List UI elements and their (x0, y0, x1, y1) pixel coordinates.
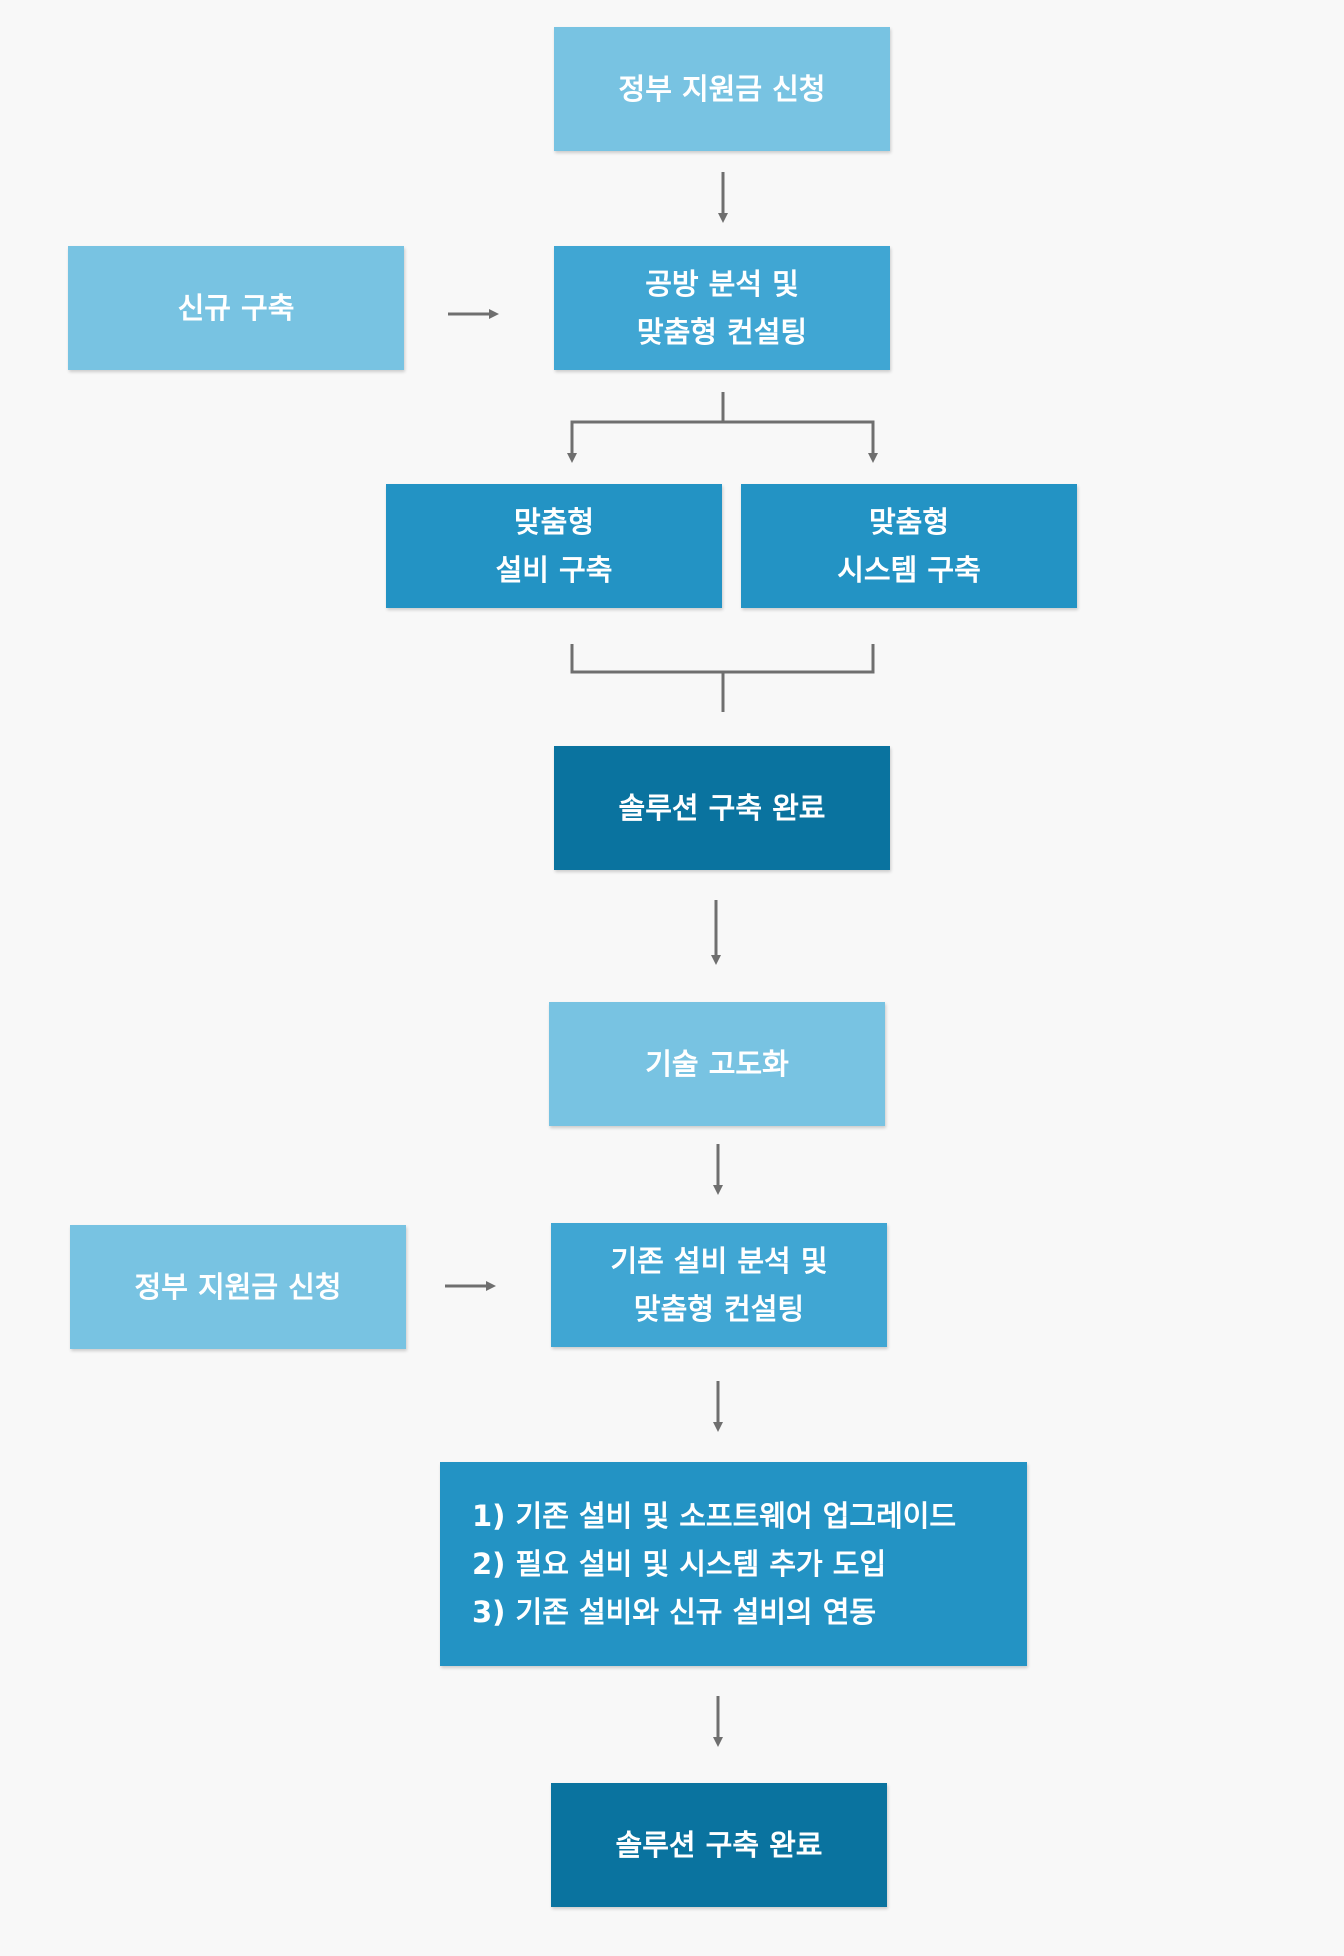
branch-connector (567, 392, 725, 463)
existing-equipment-consulting-box: 기존 설비 분석 및 맞춤형 컨설팅 (551, 1223, 887, 1347)
custom-equipment-label-line2: 설비 구축 (495, 553, 613, 587)
merge-connector (570, 644, 875, 674)
upgrade-step-1: 1) 기존 설비 및 소프트웨어 업그레이드 (472, 1499, 957, 1533)
workshop-consulting-label-line1: 공방 분석 및 (645, 267, 799, 301)
new-build-box: 신규 구축 (68, 246, 404, 370)
solution-complete-label: 솔루션 구축 완료 (618, 791, 826, 825)
branch-connector-right (723, 420, 878, 463)
solution-complete-box: 솔루션 구축 완료 (554, 746, 890, 870)
tech-advancement-box: 기술 고도화 (549, 1002, 885, 1126)
existing-equipment-consulting-label-line1: 기존 설비 분석 및 (610, 1244, 828, 1278)
upgrade-step-3: 3) 기존 설비와 신규 설비의 연동 (472, 1595, 877, 1629)
workshop-consulting-label-line2: 맞춤형 컨설팅 (636, 315, 808, 349)
tech-advancement-label: 기술 고도화 (645, 1047, 789, 1081)
gov-subsidy-application-box-2: 정부 지원금 신청 (70, 1225, 406, 1349)
solution-complete-label-2: 솔루션 구축 완료 (615, 1828, 823, 1862)
custom-system-label-line2: 시스템 구축 (837, 553, 981, 587)
gov-subsidy-application-label-2: 정부 지원금 신청 (134, 1270, 342, 1304)
workshop-consulting-box: 공방 분석 및 맞춤형 컨설팅 (554, 246, 890, 370)
upgrade-steps-box: 1) 기존 설비 및 소프트웨어 업그레이드 2) 필요 설비 및 시스템 추가… (440, 1462, 1027, 1666)
existing-equipment-consulting-label-line2: 맞춤형 컨설팅 (633, 1292, 805, 1326)
new-build-label: 신규 구축 (177, 291, 295, 325)
custom-equipment-box: 맞춤형 설비 구축 (386, 484, 722, 608)
gov-subsidy-application-box: 정부 지원금 신청 (554, 27, 890, 151)
custom-system-label-line1: 맞춤형 (868, 505, 950, 539)
upgrade-step-2: 2) 필요 설비 및 시스템 추가 도입 (472, 1547, 887, 1581)
solution-complete-box-2: 솔루션 구축 완료 (551, 1783, 887, 1907)
custom-system-box: 맞춤형 시스템 구축 (741, 484, 1077, 608)
gov-subsidy-application-label: 정부 지원금 신청 (618, 72, 826, 106)
custom-equipment-label-line1: 맞춤형 (513, 505, 595, 539)
